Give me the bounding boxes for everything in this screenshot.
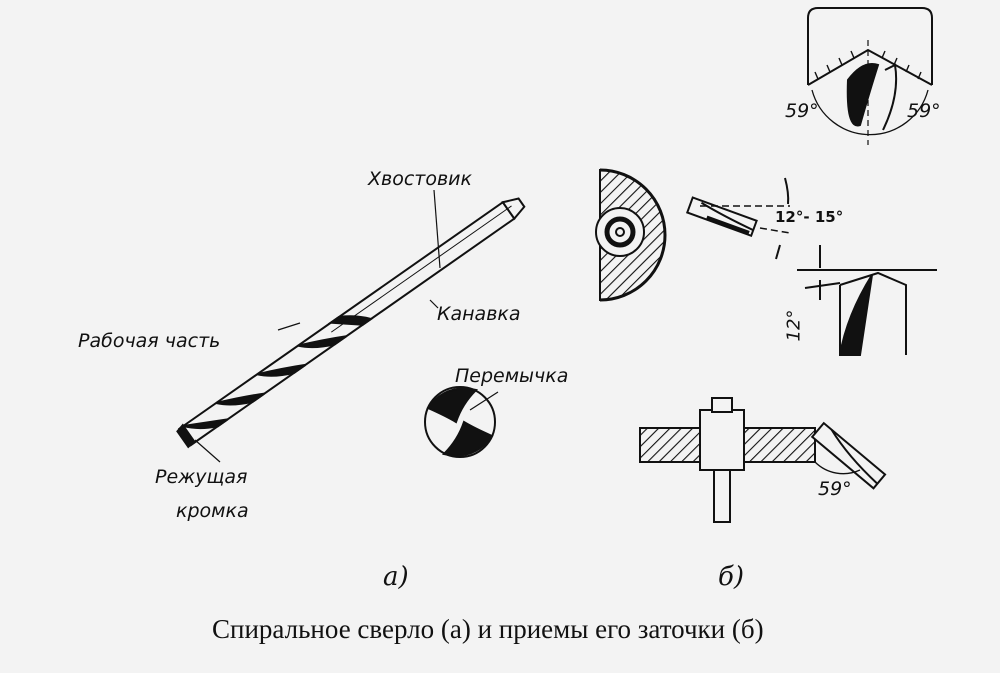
grinding-wheel-side — [595, 168, 791, 302]
label-flute: Канавка — [437, 303, 521, 325]
label-cutting-edge-1: Режущая — [155, 466, 248, 488]
twist-drill — [176, 189, 526, 463]
label-shank: Хвостовик — [368, 168, 472, 190]
angle-left-59: 59° — [785, 100, 819, 122]
figure-caption: Спиральное сверло (а) и приемы его заточ… — [212, 614, 764, 644]
label-web: Перемычка — [455, 365, 569, 387]
sublabel-b: б) — [718, 562, 745, 592]
angle-12-15: 12°- 15° — [775, 208, 844, 226]
angle-bottom-59: 59° — [818, 478, 852, 500]
label-cutting-edge-2: кромка — [176, 500, 249, 522]
drill-cross-section — [424, 386, 499, 458]
label-working-part: Рабочая часть — [78, 330, 221, 352]
sublabel-a: а) — [383, 562, 409, 592]
clearance-angle-view — [797, 245, 937, 356]
grinding-wheel-front — [639, 397, 887, 523]
angle-12: 12° — [783, 309, 805, 342]
angle-gauge — [807, 7, 933, 145]
angle-right-59: 59° — [907, 100, 941, 122]
